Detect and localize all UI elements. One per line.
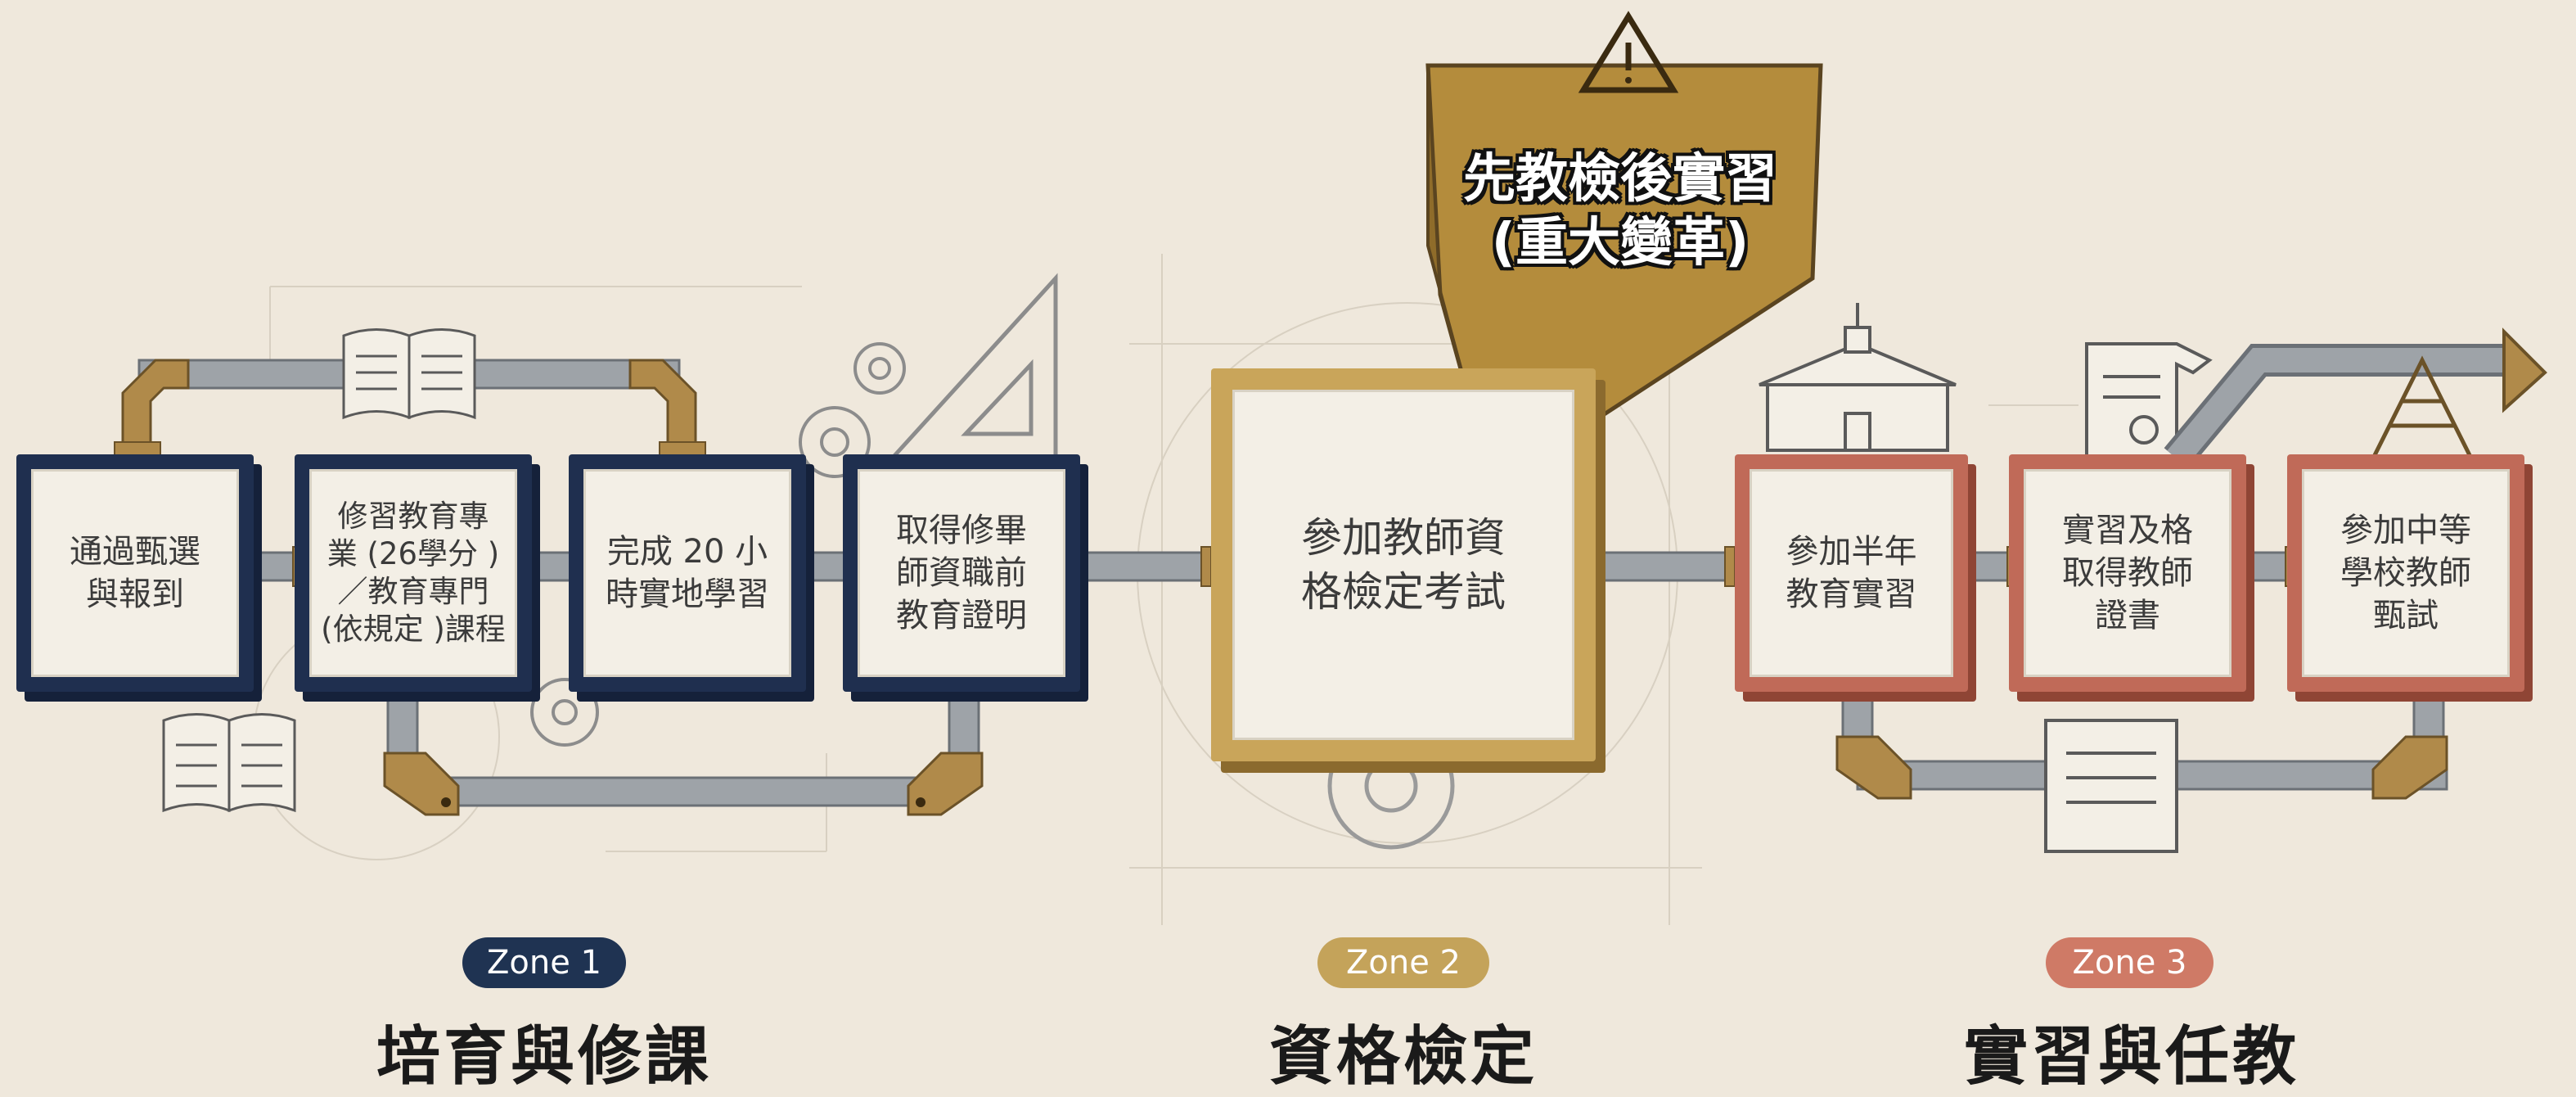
step-box-8: 參加中等 學校教師 甄試 <box>2287 454 2524 692</box>
step-box-5: 參加教師資 格檢定考試 <box>1211 368 1596 761</box>
zone2-title: 資格檢定 <box>1268 1020 1538 1094</box>
zone1-title: 培育與修課 <box>376 1020 712 1094</box>
step-box-1: 通過甄選 與報到 <box>16 454 254 692</box>
set-square-icon <box>887 273 1058 461</box>
ladder-icon <box>2371 355 2474 460</box>
step-text-1: 通過甄選 與報到 <box>70 533 200 613</box>
step-text-7: 實習及格 取得教師 證書 <box>2062 512 2193 634</box>
arrow-up-right-icon <box>2164 327 2547 469</box>
warning-banner-text: 先教檢後實習 (重大變革) <box>1463 149 1777 273</box>
step-text-5: 參加教師資 格檢定考試 <box>1301 514 1506 616</box>
step-box-7: 實習及格 取得教師 證書 <box>2009 454 2246 692</box>
step-box-3: 完成 20 小 時實地學習 <box>569 454 806 692</box>
connector-pipes <box>252 551 2289 582</box>
open-book-icon <box>342 328 476 420</box>
zone3-badge: Zone 3 <box>2046 937 2213 988</box>
step-box-4: 取得修畢 師資職前 教育證明 <box>843 454 1080 692</box>
step-box-2: 修習教育專 業 (26學分 ) ／教育專門 (依規定 )課程 <box>295 454 532 692</box>
warning-icon <box>1578 11 1679 93</box>
gear-icon <box>530 342 906 747</box>
zone3-title: 實習與任教 <box>1963 1020 2299 1094</box>
step-text-8: 參加中等 學校教師 甄試 <box>2340 512 2471 634</box>
step-box-6: 參加半年 教育實習 <box>1735 454 1968 692</box>
zone1-badge: Zone 1 <box>462 937 626 988</box>
zone1-bottom-pipe <box>383 690 984 816</box>
zone2-badge: Zone 2 <box>1317 937 1489 988</box>
step-text-3: 完成 20 小 時實地學習 <box>606 533 769 613</box>
step-text-2: 修習教育專 業 (26學分 ) ／教育專門 (依規定 )課程 <box>321 499 506 647</box>
school-building-icon <box>1759 303 1957 452</box>
document-scroll-icon <box>2044 719 2178 853</box>
step-text-6: 參加半年 教育實習 <box>1786 533 1917 613</box>
step-text-4: 取得修畢 師資職前 教育證明 <box>896 512 1027 634</box>
open-book-icon <box>162 713 296 813</box>
